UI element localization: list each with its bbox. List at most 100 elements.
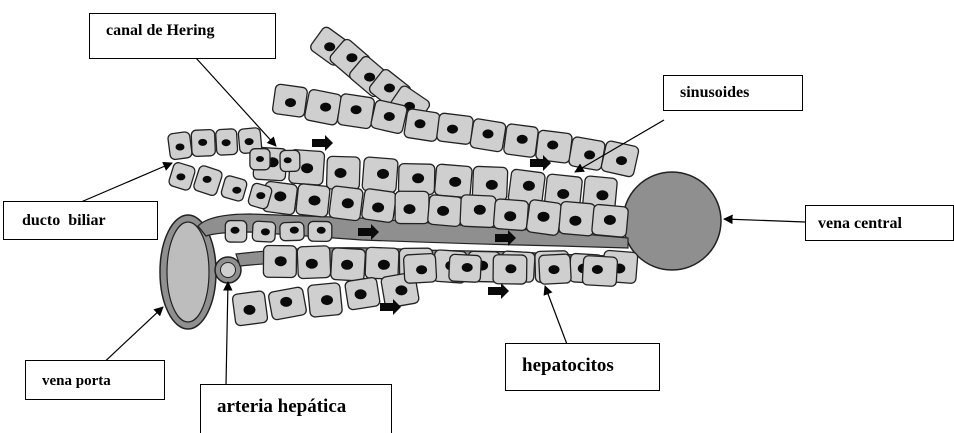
leader-arteria-hepatica <box>226 282 228 385</box>
nucleus <box>449 177 461 187</box>
hepatocyte <box>582 255 617 286</box>
nucleus <box>378 260 390 270</box>
hepatocyte <box>398 164 435 195</box>
hepatocyte <box>503 123 538 157</box>
nucleus <box>523 181 535 191</box>
hepatocyte <box>404 108 441 142</box>
hepatocyte <box>304 89 342 126</box>
nucleus <box>341 260 353 270</box>
hepatocyte <box>470 118 507 152</box>
flow-arrow <box>488 283 509 299</box>
nucleus <box>285 98 296 107</box>
nucleus <box>245 138 254 145</box>
label-vena-porta: vena porta <box>25 360 165 400</box>
nucleus <box>372 203 384 213</box>
hepatocyte <box>493 255 527 284</box>
nucleus <box>275 256 287 266</box>
label-ducto-biliar: ducto biliar <box>3 201 158 240</box>
label-canal-hering: canal de Hering <box>89 13 276 59</box>
nucleus <box>404 204 416 214</box>
nucleus <box>412 173 424 183</box>
hepatocyte <box>296 183 331 217</box>
nucleus <box>222 139 231 146</box>
leader-vena-porta <box>98 307 163 368</box>
nucleus <box>231 227 240 234</box>
hepatocyte <box>252 221 276 242</box>
hepatocyte <box>361 188 397 223</box>
hepatocyte <box>263 245 296 277</box>
hepatocyte <box>307 283 342 318</box>
label-sinusoides: sinusoides <box>663 75 803 111</box>
hepatocyte <box>268 286 307 320</box>
label-hepatocitos: hepatocitos <box>505 343 660 391</box>
nucleus <box>377 169 389 179</box>
hepatocyte <box>395 191 429 223</box>
nucleus <box>232 187 241 194</box>
nucleus <box>437 206 449 216</box>
hepatocyte <box>337 93 375 129</box>
hepatocyte <box>297 246 331 279</box>
flow-arrow <box>312 135 333 151</box>
hepatocyte <box>167 131 192 160</box>
nucleus <box>395 285 407 295</box>
hepatocyte <box>326 156 360 190</box>
nucleus <box>384 112 395 121</box>
nucleus <box>517 135 528 144</box>
hepatocyte <box>250 149 270 170</box>
hepatocyte <box>460 195 496 228</box>
hepatocyte <box>168 161 196 191</box>
nucleus <box>592 265 603 274</box>
nucleus <box>306 259 318 269</box>
nucleus <box>483 129 494 138</box>
nucleus <box>321 295 333 305</box>
nucleus <box>203 176 212 183</box>
nucleus <box>569 216 581 226</box>
hepatocyte <box>403 253 436 283</box>
nucleus <box>335 168 347 178</box>
nucleus <box>547 141 558 150</box>
hepatocyte <box>280 150 300 171</box>
nucleus <box>280 297 292 307</box>
hepatocyte <box>427 195 462 227</box>
hepatocyte <box>559 201 596 236</box>
hepatocyte-plates <box>167 25 639 326</box>
nucleus <box>596 190 608 200</box>
hepatocyte <box>191 129 215 156</box>
hepatocyte <box>329 186 364 221</box>
nucleus <box>346 53 357 62</box>
hepatocyte <box>331 248 366 282</box>
nucleus <box>355 289 367 299</box>
nucleus <box>261 228 270 235</box>
nucleus <box>309 196 321 206</box>
hepatocyte <box>280 222 305 241</box>
hepatocyte <box>365 247 399 279</box>
nucleus <box>351 105 362 114</box>
hepatocyte <box>370 99 408 134</box>
hepatocyte <box>539 254 572 284</box>
nucleus <box>415 119 426 128</box>
nucleus <box>505 264 516 273</box>
nucleus <box>244 305 256 315</box>
nucleus <box>416 265 427 274</box>
nucleus <box>317 227 326 234</box>
hepatic-artery-lumen <box>221 263 236 278</box>
leader-hepatocitos <box>545 286 568 347</box>
hepatocyte <box>526 199 562 236</box>
hepatocyte <box>308 221 332 241</box>
nucleus <box>549 265 560 274</box>
label-arteria-hepatica: arteria hepática <box>200 384 392 433</box>
hepatocyte <box>225 221 247 243</box>
hepatocyte <box>591 204 628 237</box>
hepatocyte <box>272 84 308 118</box>
nucleus <box>384 84 395 93</box>
nucleus <box>274 191 286 201</box>
hepatocyte <box>436 113 473 145</box>
nucleus <box>256 156 264 162</box>
nucleus <box>584 150 595 159</box>
hepatocyte <box>362 157 398 193</box>
nucleus <box>462 263 473 272</box>
nucleus <box>342 198 354 208</box>
nucleus <box>284 157 292 163</box>
leader-ducto-biliar <box>74 163 172 205</box>
hepatocyte <box>232 291 268 327</box>
